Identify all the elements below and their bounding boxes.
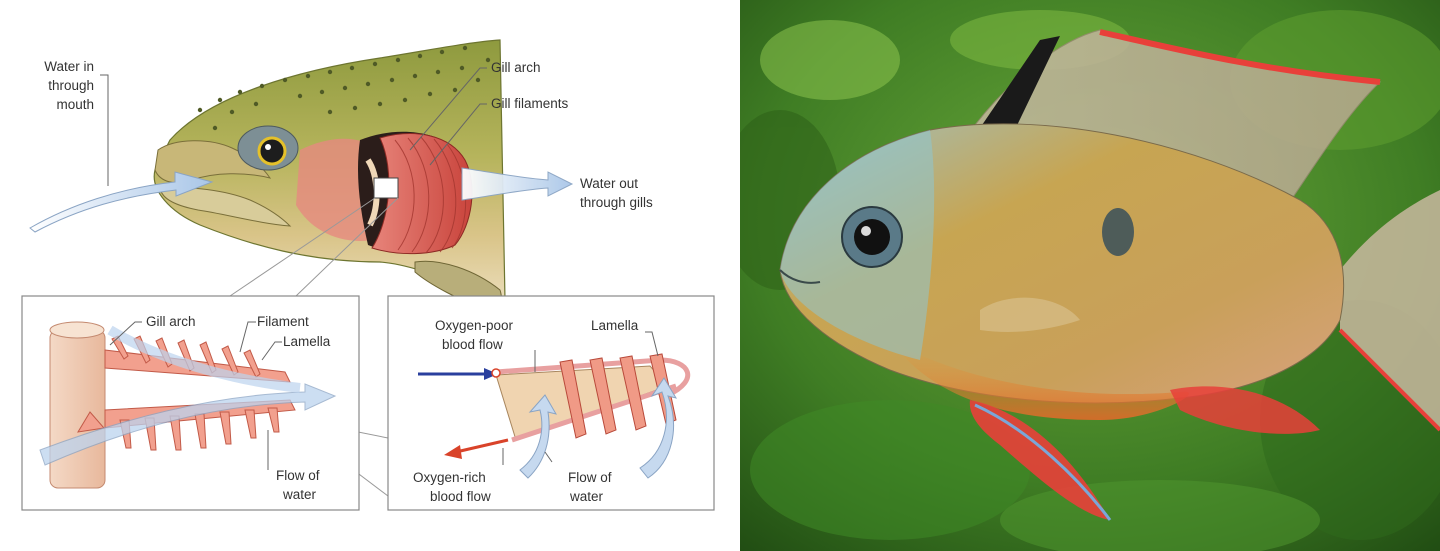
label-gill-filaments: Gill filaments bbox=[491, 96, 569, 111]
label-inset2-rich-1: Oxygen-rich bbox=[413, 470, 486, 485]
leader-water-in bbox=[100, 74, 109, 186]
fish-photo-svg bbox=[740, 0, 1440, 551]
photo-fish-eye bbox=[841, 206, 903, 268]
label-inset1-filament: Filament bbox=[257, 314, 309, 329]
label-inset1-flow-2: water bbox=[282, 487, 317, 502]
label-inset2-lamella: Lamella bbox=[591, 318, 639, 333]
label-inset2-flow-1: Flow of bbox=[568, 470, 612, 485]
label-inset2-flow-2: water bbox=[569, 489, 604, 504]
water-out-arrow bbox=[461, 167, 574, 201]
water-in-arrow bbox=[29, 171, 214, 233]
label-water-in-2: through bbox=[48, 78, 94, 93]
fish-head bbox=[153, 39, 506, 311]
label-inset2-rich-2: blood flow bbox=[430, 489, 491, 504]
inset-gill-arch: Gill arch Filament Lamella Flow of water bbox=[21, 295, 360, 511]
fish-eye bbox=[237, 125, 299, 171]
label-inset1-gill-arch: Gill arch bbox=[146, 314, 196, 329]
label-water-in-3: mouth bbox=[56, 97, 94, 112]
label-inset2-poor-2: blood flow bbox=[442, 337, 503, 352]
label-water-out-2: through gills bbox=[580, 195, 653, 210]
label-gill-arch: Gill arch bbox=[491, 60, 541, 75]
gill-diagram: Water in through mouth Gill arch Gill fi… bbox=[21, 39, 715, 511]
label-inset2-poor-1: Oxygen-poor bbox=[435, 318, 514, 333]
leader-gill-arch bbox=[409, 67, 487, 151]
label-water-in-1: Water in bbox=[44, 59, 94, 74]
leader-gill-filaments bbox=[429, 103, 487, 166]
gill-diagram-svg: Water in through mouth Gill arch Gill fi… bbox=[21, 39, 715, 511]
gill-chamber bbox=[357, 131, 473, 255]
fish-photo bbox=[740, 0, 1440, 551]
fish-spots bbox=[197, 45, 491, 131]
label-inset1-lamella: Lamella bbox=[283, 334, 331, 349]
inset-lamella: Oxygen-poor blood flow Lamella Oxygen-ri… bbox=[387, 295, 715, 511]
label-water-out-1: Water out bbox=[580, 176, 638, 191]
label-inset1-flow-1: Flow of bbox=[276, 468, 320, 483]
